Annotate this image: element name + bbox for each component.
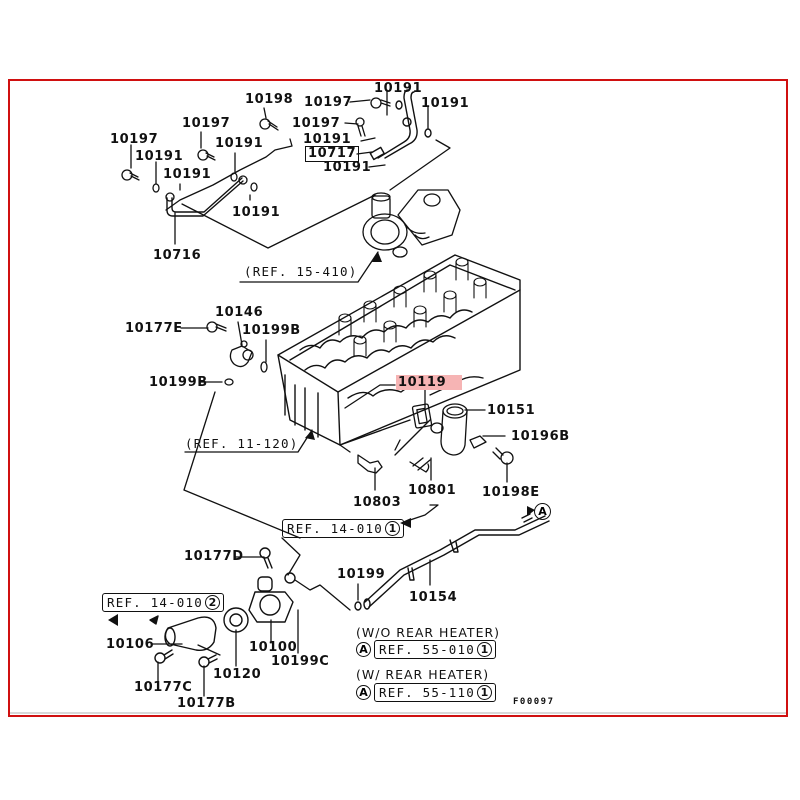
part-label-10197[interactable]: 10197	[110, 132, 159, 147]
ref-15-410[interactable]: (REF. 15-410)	[244, 264, 358, 279]
part-label-10191[interactable]: 10191	[323, 160, 372, 175]
part-label-10146[interactable]: 10146	[215, 305, 264, 320]
part-label-10100[interactable]: 10100	[249, 640, 298, 655]
thermostat-case-10100	[223, 547, 296, 633]
part-label-10199C[interactable]: 10199C	[271, 654, 330, 669]
part-label-10191[interactable]: 10191	[232, 205, 281, 220]
elbow-10146	[206, 321, 268, 386]
circled-number-icon: 1	[476, 642, 492, 657]
callout-a-icon: A	[356, 685, 371, 700]
pipe-10716	[166, 177, 244, 217]
figure-id: F00097	[513, 697, 555, 707]
ref-text: REF. 14-010	[107, 595, 203, 610]
leader-lines	[130, 89, 508, 697]
circled-number-icon: 1	[384, 521, 400, 536]
bolts-top	[121, 97, 391, 202]
part-label-10120[interactable]: 10120	[213, 667, 262, 682]
part-label-10191[interactable]: 10191	[374, 81, 423, 96]
water-inlet-10106	[149, 615, 218, 668]
part-label-10716[interactable]: 10716	[153, 248, 202, 263]
part-label-10199B[interactable]: 10199B	[149, 375, 208, 390]
ref-14-010-2[interactable]: REF. 14-010 2	[102, 593, 224, 612]
part-label-10177B[interactable]: 10177B	[177, 696, 236, 711]
ref-55-110-1[interactable]: REF. 55-110 1	[374, 683, 496, 702]
cylinder-head	[277, 254, 521, 446]
part-label-10119-highlighted[interactable]: 10119	[396, 375, 463, 390]
note-without-rear-heater: (W/O REAR HEATER)	[356, 625, 501, 640]
ref-text: REF. 14-010	[287, 521, 383, 536]
part-label-10198E[interactable]: 10198E	[482, 485, 540, 500]
part-label-10197[interactable]: 10197	[304, 95, 353, 110]
ref-11-120[interactable]: (REF. 11-120)	[185, 436, 299, 451]
pipe-10717	[369, 89, 432, 161]
highlighted-part-number[interactable]: 10119	[396, 375, 463, 390]
callout-a-icon[interactable]: A	[534, 503, 551, 520]
water-outlet-assembly	[362, 189, 461, 258]
circled-number-icon: 1	[476, 685, 492, 700]
part-label-10177D[interactable]: 10177D	[184, 549, 244, 564]
ref-text: REF. 55-110	[379, 685, 475, 700]
note-with-rear-heater: (W/ REAR HEATER)	[356, 667, 490, 682]
ref-text: REF. 55-010	[379, 642, 475, 657]
part-label-10196B[interactable]: 10196B	[511, 429, 570, 444]
part-label-10717[interactable]: 10717	[305, 146, 360, 162]
part-label-10197[interactable]: 10197	[292, 116, 341, 131]
part-label-10199B[interactable]: 10199B	[242, 323, 301, 338]
part-label-10198[interactable]: 10198	[245, 92, 294, 107]
part-label-10106[interactable]: 10106	[106, 637, 155, 652]
water-pipe-10154	[354, 513, 550, 611]
ref-55-010-1[interactable]: REF. 55-010 1	[374, 640, 496, 659]
part-label-10191[interactable]: 10191	[421, 96, 470, 111]
callout-a-icon: A	[356, 642, 371, 657]
part-label-10191[interactable]: 10191	[135, 149, 184, 164]
frame-shadow	[10, 712, 786, 714]
part-label-10191[interactable]: 10191	[303, 132, 352, 147]
arrow-heads	[108, 252, 535, 626]
diagram-frame	[8, 79, 788, 717]
thermostat-housing-10151	[357, 403, 514, 474]
part-label-10801[interactable]: 10801	[408, 483, 457, 498]
part-label-10177E[interactable]: 10177E	[125, 321, 183, 336]
part-label-10154[interactable]: 10154	[409, 590, 458, 605]
part-label-10177C[interactable]: 10177C	[134, 680, 193, 695]
part-label-10151[interactable]: 10151	[487, 403, 536, 418]
part-label-10191[interactable]: 10191	[163, 167, 212, 182]
part-label-10803[interactable]: 10803	[353, 495, 402, 510]
ref-14-010-1[interactable]: REF. 14-010 1	[282, 519, 404, 538]
part-label-10197[interactable]: 10197	[182, 116, 231, 131]
circled-number-icon: 2	[204, 595, 220, 610]
part-label-10191[interactable]: 10191	[215, 136, 264, 151]
part-label-10199[interactable]: 10199	[337, 567, 386, 582]
